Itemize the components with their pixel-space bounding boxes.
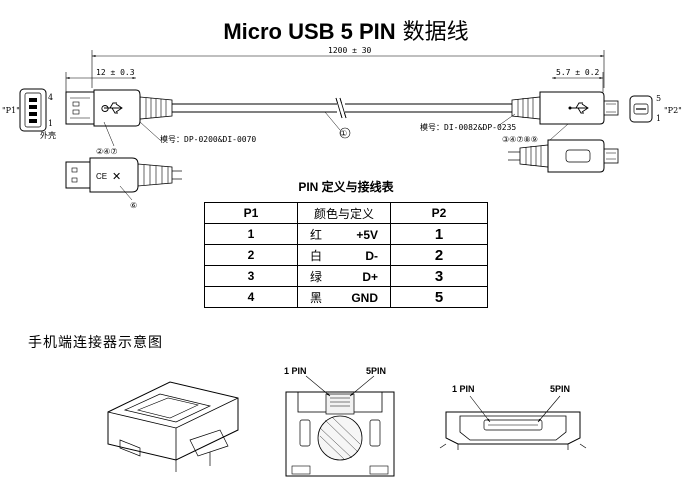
signal-name: GND (351, 290, 378, 305)
left-plug-length-label: 12 ± 0.3 (96, 68, 135, 77)
connector-section-heading: 手机端连接器示意图 (28, 335, 163, 351)
p2-end-view: 5 1 "P2" (629, 94, 682, 123)
receptacle-top-view: 1 PIN 5PIN (284, 366, 395, 477)
table-row: 4 黑 GND 5 (204, 286, 488, 308)
row-p2: 3 (390, 265, 488, 287)
cable-callout: ① (340, 129, 347, 138)
receptacle-front-view: 1 PIN 5PIN (439, 384, 587, 450)
header-p1: P1 (204, 202, 298, 224)
front-pin5-label: 5PIN (366, 366, 386, 376)
row-p1: 3 (204, 265, 298, 287)
micro-usb-plug-side (508, 139, 619, 173)
row-color: 黑 GND (297, 286, 391, 308)
table-title: PIN 定义与接线表 (298, 180, 394, 194)
row-p2: 1 (390, 223, 488, 245)
end-pin1-label: 1 PIN (452, 384, 475, 394)
right-plug-length-label: 5.7 ± 0.2 (556, 68, 600, 77)
row-p1: 1 (204, 223, 298, 245)
p1-label: "P1" (2, 106, 20, 115)
signal-name: D+ (362, 269, 378, 284)
micro-usb-plug (511, 91, 619, 125)
weee-bin-icon: ✕ (112, 171, 121, 183)
page-title: Micro USB 5 PIN 数据线 (0, 14, 692, 46)
end-pin5-label: 5PIN (550, 384, 570, 394)
p2-pin5-label: 5 (656, 94, 661, 103)
color-name: 黑 (310, 290, 323, 305)
pin-table: P1 颜色与定义 P2 1 红 +5V 1 2 白 D- 2 3 绿 D+ 3 4 黑… (204, 202, 488, 308)
right-plug-dimension: 5.7 ± 0.2 (552, 68, 604, 92)
ce-mark-icon: CE (96, 172, 107, 181)
row-p1: 2 (204, 244, 298, 266)
right-parts-callout: ③④⑦⑧⑨ (502, 135, 538, 144)
cable: ① (172, 97, 512, 139)
row-p2: 5 (390, 286, 488, 308)
usb-symbol-icon (570, 102, 589, 114)
table-header-row: P1 颜色与定义 P2 (204, 202, 488, 224)
color-name: 绿 (310, 269, 323, 284)
left-parts-callout: ②④⑦ (96, 147, 118, 156)
receptacle-isometric (107, 381, 239, 472)
total-length-dimension: 1200 ± 30 (91, 46, 605, 88)
usb-a-plug-side: CE ✕ (65, 157, 182, 193)
left-model-label: 模号：DP-0200&DI-0070 (160, 134, 256, 144)
usb-trident-icon: ⭘ (101, 104, 109, 115)
row-p2: 2 (390, 244, 488, 266)
usb-a-plug: ⭘ (65, 89, 173, 127)
color-name: 红 (310, 227, 323, 242)
front-pin1-label: 1 PIN (284, 366, 307, 376)
row-p1: 4 (204, 286, 298, 308)
table-row: 3 绿 D+ 3 (204, 265, 488, 287)
row-color: 白 D- (297, 244, 391, 266)
table-row: 1 红 +5V 1 (204, 223, 488, 245)
row-color: 绿 D+ (297, 265, 391, 287)
p2-pin1-label: 1 (656, 114, 661, 123)
p2-label: "P2" (664, 106, 682, 115)
title-cn-text: 数据线 (395, 20, 469, 45)
left-plug-dimension: 12 ± 0.3 (65, 68, 136, 92)
title-text: Micro USB 5 PIN (223, 19, 396, 44)
header-p2: P2 (390, 202, 488, 224)
total-length-label: 1200 ± 30 (328, 46, 372, 55)
signal-name: D- (365, 248, 378, 263)
header-color: 颜色与定义 (297, 202, 391, 224)
right-model-label: 模号：DI-0082&DP-0235 (420, 122, 516, 132)
p1-pin4-label: 4 (48, 93, 53, 102)
color-name: 白 (310, 248, 323, 263)
p1-pin1-label: 1 (48, 119, 53, 128)
p1-end-view: 4 1 "P1" 外壳 (2, 88, 56, 140)
row-color: 红 +5V (297, 223, 391, 245)
shell-label: 外壳 (40, 130, 56, 140)
callouts: 模号：DP-0200&DI-0070 ②④⑦ 模号：DI-0082&DP-023… (96, 113, 569, 210)
signal-name: +5V (356, 227, 378, 242)
overmold-callout: ⑥ (130, 201, 137, 210)
table-row: 2 白 D- 2 (204, 244, 488, 266)
